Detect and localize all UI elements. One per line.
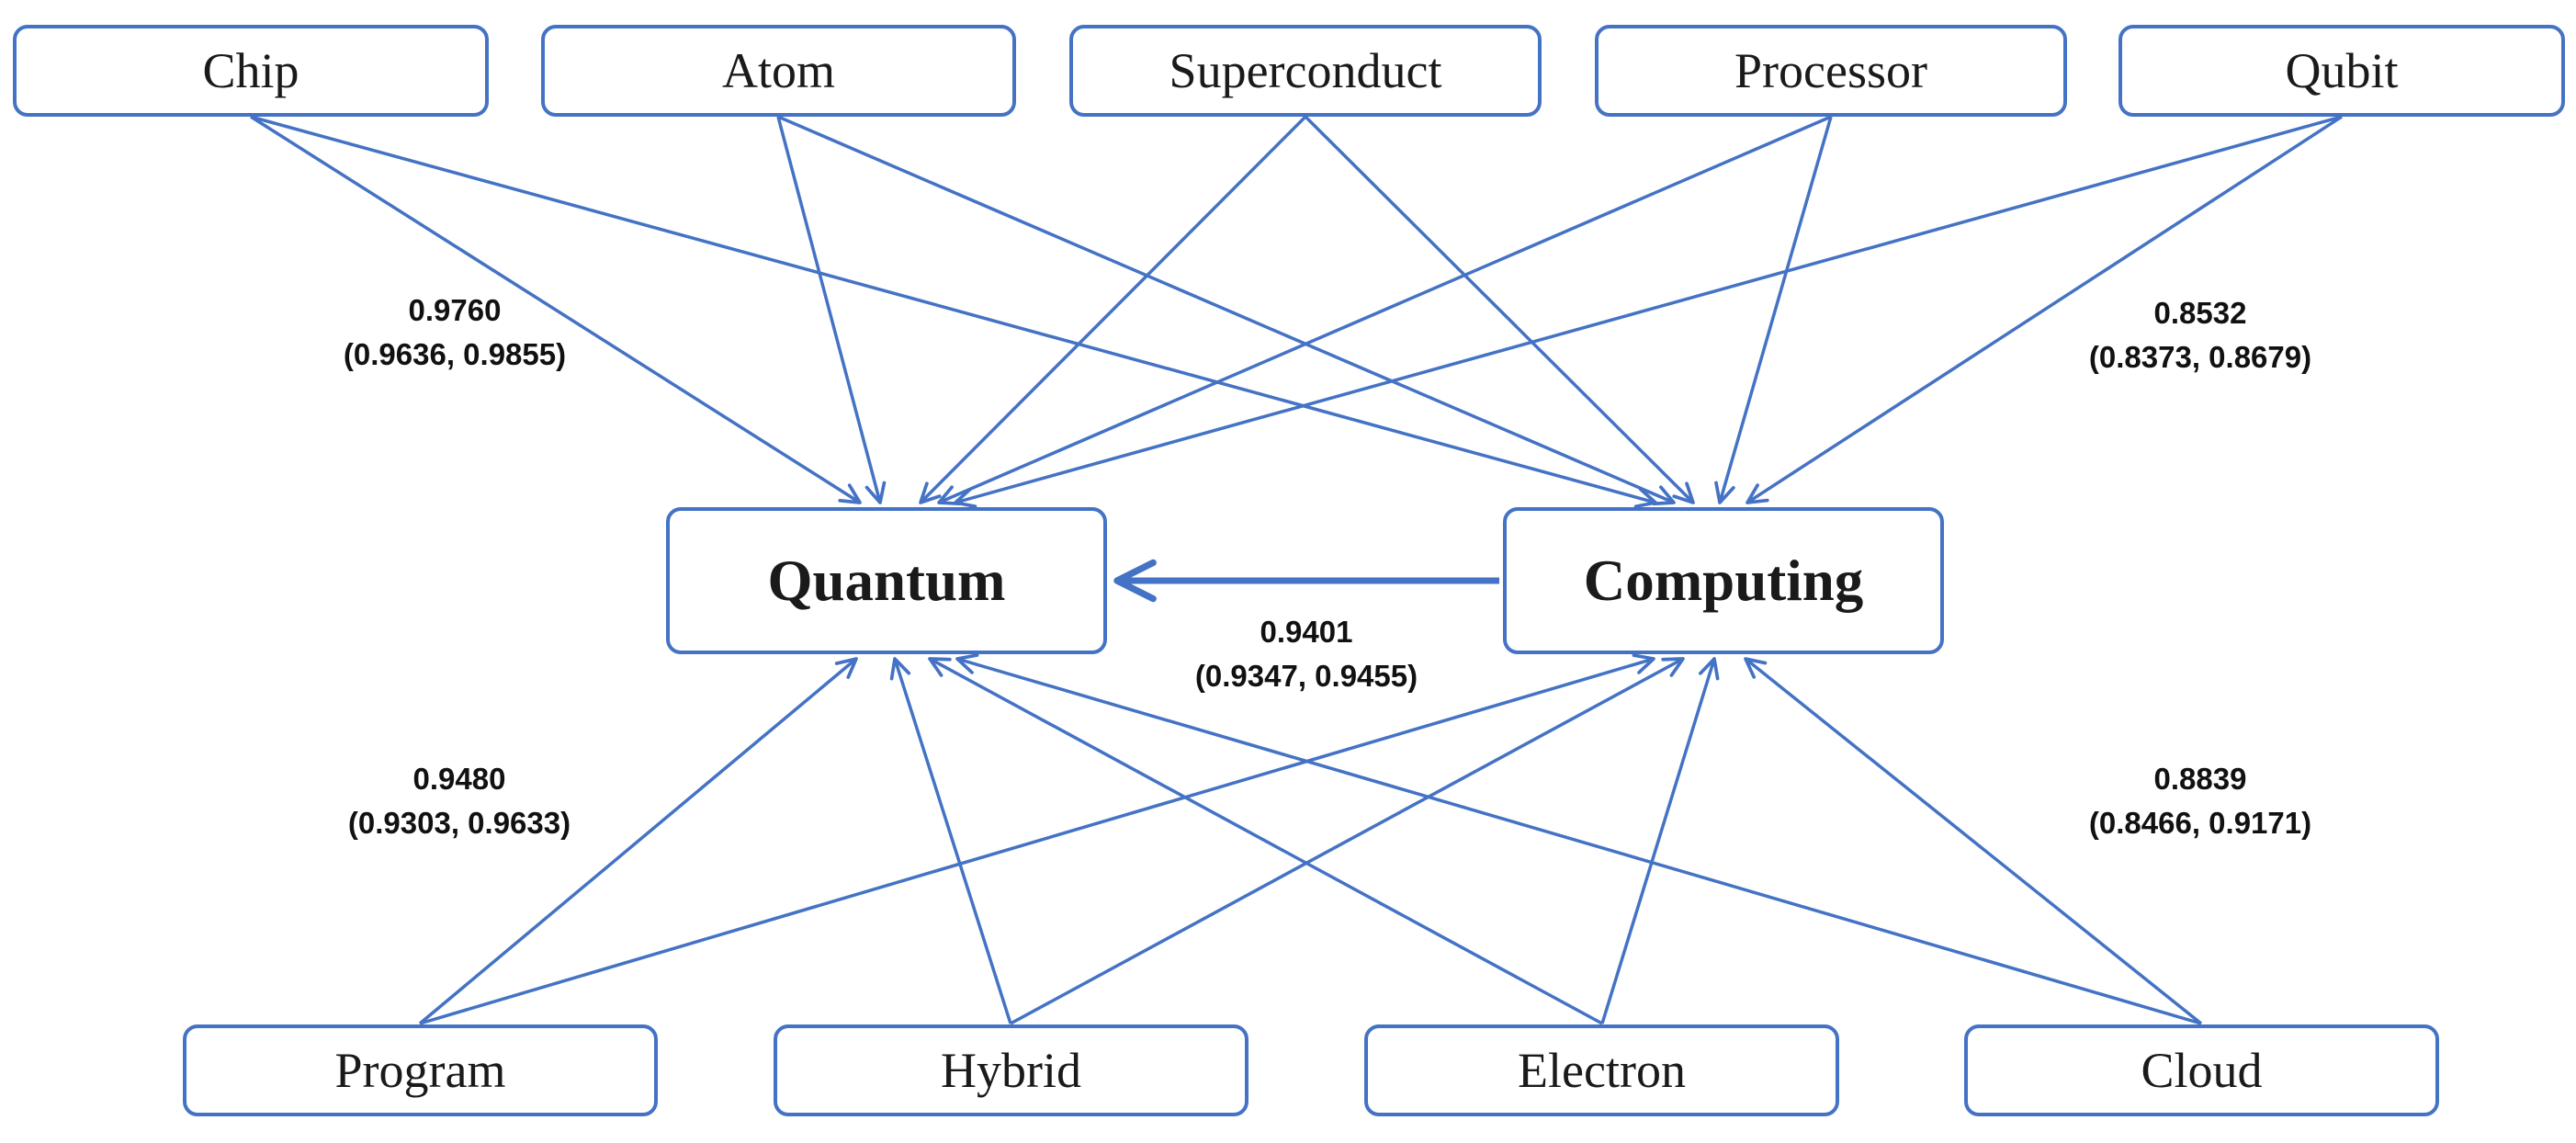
node-quantum: Quantum — [666, 507, 1107, 654]
edge-weight: 0.8532 — [2153, 296, 2247, 331]
edge-chip-quantum — [250, 115, 862, 504]
node-atom: Atom — [541, 25, 1016, 117]
edge-processor-computing — [1714, 116, 1833, 504]
edge-electron-computing — [1600, 657, 1720, 1024]
edge-weight: 0.9760 — [408, 293, 502, 328]
edge-confidence-interval: (0.9303, 0.9633) — [347, 806, 571, 840]
edge-weight: 0.9480 — [412, 762, 506, 797]
node-superconduct: Superconduct — [1069, 25, 1542, 117]
edge-confidence-interval: (0.8373, 0.8679) — [2088, 340, 2312, 374]
edge-confidence-interval: (0.8466, 0.9171) — [2088, 806, 2312, 840]
edge-qubit-quantum — [954, 115, 2343, 509]
edge-program-computing — [419, 653, 1655, 1025]
edge-superconduct-computing — [1304, 115, 1695, 504]
edge-chip-computing — [250, 115, 1657, 509]
edge-confidence-interval: (0.9636, 0.9855) — [343, 337, 567, 371]
node-computing: Computing — [1503, 507, 1944, 654]
edge-electron-quantum — [928, 657, 1603, 1025]
edge-cloud-quantum — [955, 653, 2202, 1025]
edge-program-quantum — [418, 657, 858, 1025]
node-processor: Processor — [1595, 25, 2067, 117]
node-cloud: Cloud — [1964, 1024, 2439, 1116]
node-electron: Electron — [1364, 1024, 1839, 1116]
edge-confidence-interval: (0.9347, 0.9455) — [1194, 659, 1418, 693]
edge-hybrid-quantum — [889, 657, 1012, 1024]
edge-atom-computing — [777, 115, 1676, 506]
edge-cloud-computing — [1744, 657, 2203, 1025]
edge-processor-quantum — [937, 115, 1832, 506]
edge-weight: 0.9401 — [1260, 615, 1353, 650]
edge-label-computing-quantum: 0.9401 (0.9347, 0.9455) — [1195, 610, 1418, 698]
edge-label-program-quantum: 0.9480 (0.9303, 0.9633) — [348, 757, 571, 845]
edge-weight: 0.8839 — [2153, 762, 2247, 797]
edge-label-qubit-computing: 0.8532 (0.8373, 0.8679) — [2089, 291, 2311, 379]
edge-hybrid-computing — [1010, 657, 1685, 1025]
edge-superconduct-quantum — [919, 115, 1307, 504]
edge-label-cloud-computing: 0.8839 (0.8466, 0.9171) — [2089, 757, 2311, 845]
edge-label-chip-quantum: 0.9760 (0.9636, 0.9855) — [344, 289, 566, 377]
node-qubit: Qubit — [2118, 25, 2565, 117]
edge-qubit-computing — [1746, 115, 2343, 504]
node-chip: Chip — [13, 25, 489, 117]
node-hybrid: Hybrid — [774, 1024, 1248, 1116]
node-program: Program — [183, 1024, 658, 1116]
edge-atom-quantum — [776, 116, 887, 504]
